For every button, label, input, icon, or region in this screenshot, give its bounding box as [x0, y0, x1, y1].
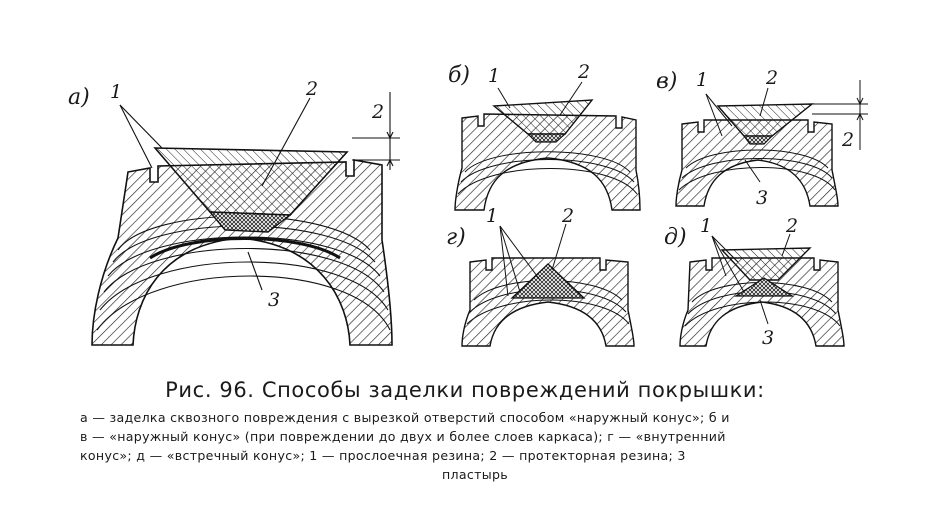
- callout-2-d: 2: [785, 215, 798, 237]
- panel-v-letter: в): [656, 69, 677, 94]
- callout-2-v: 2: [765, 67, 778, 89]
- caption-line-2: в — «наружный конус» (при повреждении до…: [80, 429, 726, 444]
- callout-3-v: 3: [756, 187, 768, 209]
- caption-line-3: конус»; д — «встречный конус»; 1 — просл…: [80, 448, 686, 463]
- panel-g: г) 1 2: [446, 205, 635, 347]
- callout-2-b: 2: [577, 61, 590, 83]
- callout-1-d: 1: [700, 215, 712, 237]
- callout-1-b: 1: [488, 65, 500, 87]
- caption-line-1: а — заделка сквозного повреждения с выре…: [80, 410, 730, 425]
- dimension-2-a: 2: [371, 101, 384, 123]
- panel-g-letter: г): [446, 225, 466, 250]
- callout-2-a: 2: [305, 78, 318, 100]
- callout-1-v: 1: [696, 69, 708, 91]
- tire-repair-figure: а) 1 2 3 2 б) 1 2: [68, 61, 868, 349]
- dimension-2-v: 2: [841, 129, 854, 151]
- figure-caption: Рис. 96. Способы заделки повреждений пок…: [0, 378, 930, 484]
- caption-line-4: пластырь: [441, 467, 509, 482]
- callout-2-g: 2: [561, 205, 574, 227]
- panel-a-letter: а): [68, 85, 90, 110]
- panel-a: а) 1 2 3 2: [68, 78, 400, 346]
- panel-d: д) 1 2 3: [664, 215, 845, 349]
- panel-b-letter: б): [448, 63, 470, 88]
- callout-3-d: 3: [762, 327, 774, 349]
- caption-body: а — заделка сквозного повреждения с выре…: [80, 408, 870, 484]
- callout-1-a: 1: [110, 81, 122, 103]
- callout-1-g: 1: [486, 205, 498, 227]
- panel-v: в) 1 2 3 2: [656, 67, 868, 209]
- panel-b: б) 1 2: [448, 61, 641, 211]
- callout-3-a: 3: [268, 289, 280, 311]
- panel-d-letter: д): [664, 225, 687, 250]
- caption-title: Рис. 96. Способы заделки повреждений пок…: [165, 378, 765, 402]
